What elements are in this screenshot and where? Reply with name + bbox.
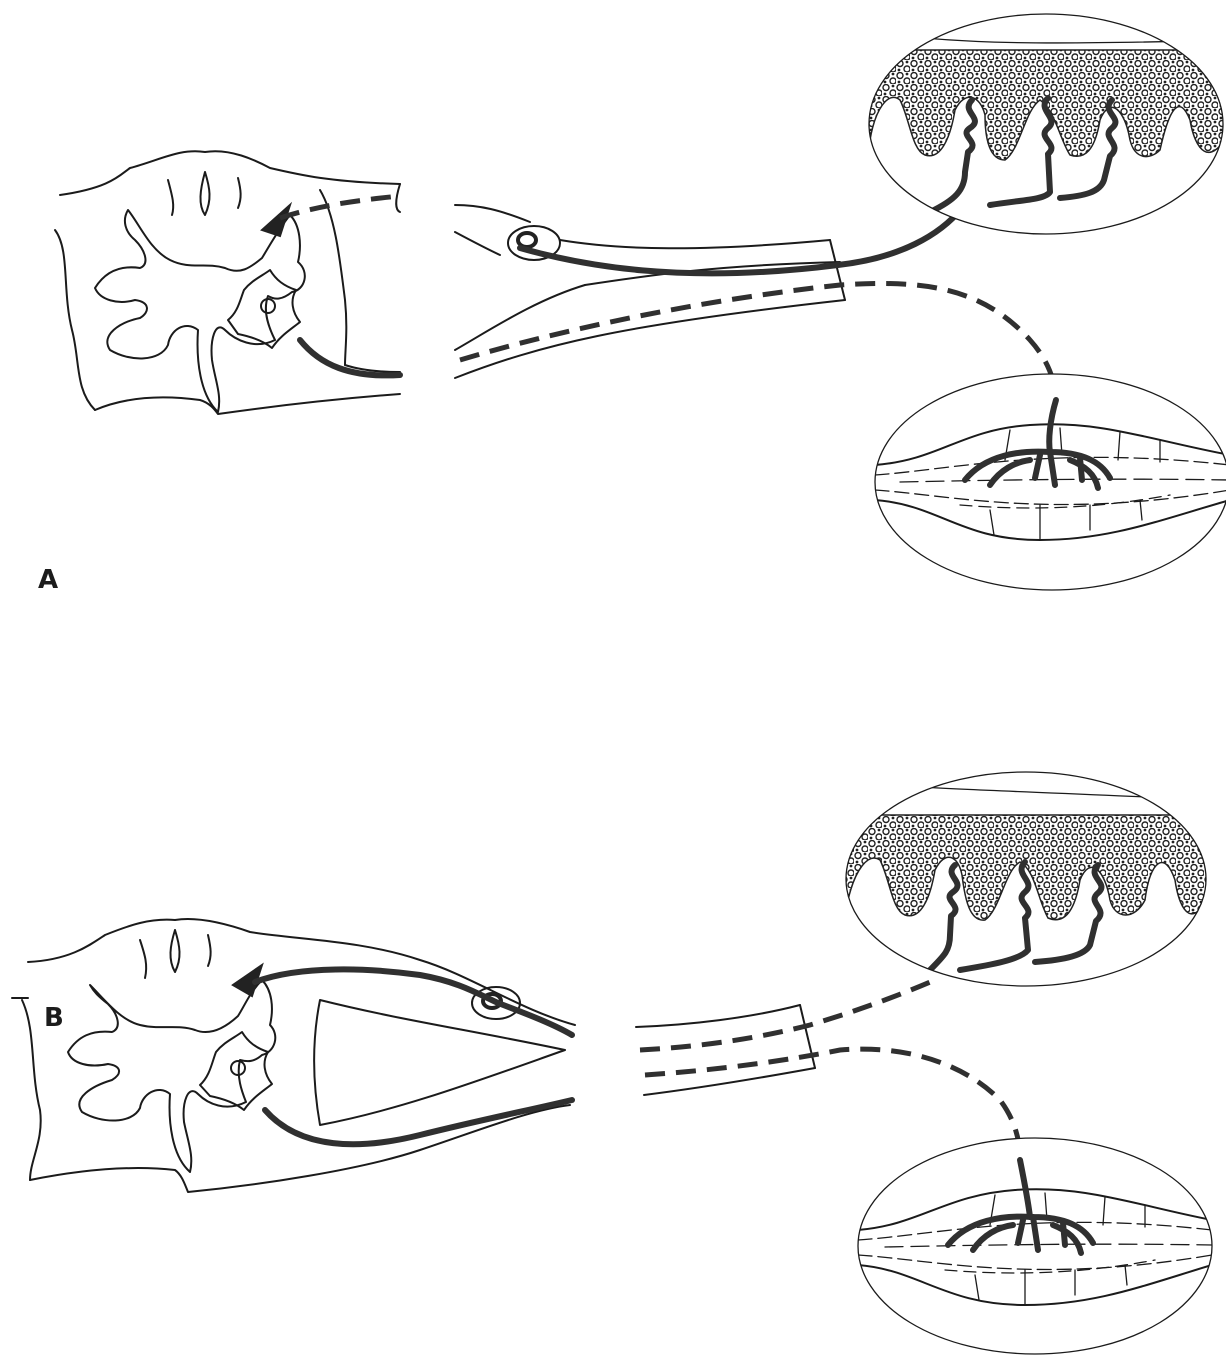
skin-inset-b — [840, 772, 1210, 986]
peripheral-nerve-a — [455, 205, 1056, 400]
motor-axon-peripheral-a — [460, 284, 1056, 400]
muscle-inset-b — [858, 1138, 1212, 1354]
motor-axon-central-b — [265, 1100, 572, 1144]
muscle-inset-a — [875, 374, 1226, 590]
motor-axon-central-a — [300, 340, 400, 375]
sensory-axon-central-a — [280, 196, 400, 218]
panel-label-a: A — [38, 565, 58, 595]
sensory-axon-central-b — [255, 969, 572, 1035]
motor-axon-peripheral-b — [645, 1049, 1020, 1160]
panel-b — [12, 772, 1212, 1354]
motor-neuron-b — [200, 1032, 272, 1110]
spinal-cord-section-b — [12, 919, 575, 1192]
sensory-axon-peripheral-a — [520, 208, 962, 273]
panel-a — [55, 14, 1226, 590]
spinal-cord-section-a — [55, 151, 400, 414]
panel-label-b: B — [44, 1003, 64, 1033]
sensory-axon-peripheral-b — [640, 980, 935, 1050]
neuron-nucleus-a — [261, 299, 275, 313]
skin-inset-a — [860, 14, 1226, 234]
motor-neuron-a — [228, 270, 300, 348]
peripheral-nerve-b — [636, 980, 1020, 1160]
